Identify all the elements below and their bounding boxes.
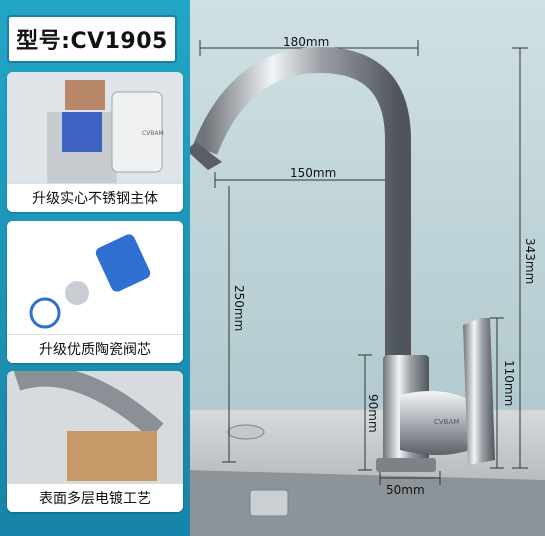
- ceramic-valve-image: [7, 221, 183, 335]
- feature-sidebar: 型号:CV1905 CVBAM 升级实心不锈钢主体 升级优质陶瓷阀芯 表面多层电…: [0, 0, 190, 536]
- faucet-brand-label: CVBAM: [434, 418, 460, 426]
- dim-spout-reach: 180mm: [283, 35, 330, 49]
- dim-inner-reach: 150mm: [290, 166, 337, 180]
- dim-handle-height: 110mm: [502, 360, 516, 407]
- card-brand-label: CVBAM: [142, 130, 164, 137]
- dim-spout-height: 250mm: [232, 285, 246, 332]
- dim-base-width: 50mm: [386, 483, 425, 497]
- feature-caption: 表面多层电镀工艺: [7, 483, 183, 512]
- faucet-illustration: [186, 46, 495, 472]
- feature-card-valve: 升级优质陶瓷阀芯: [7, 221, 183, 363]
- dim-base-height: 90mm: [366, 394, 380, 433]
- plating-image: [7, 371, 183, 484]
- feature-card-body: CVBAM 升级实心不锈钢主体: [7, 72, 183, 212]
- model-title: 型号:CV1905: [7, 15, 177, 63]
- feature-card-plating: 表面多层电镀工艺: [7, 371, 183, 512]
- stainless-body-image: [7, 72, 183, 184]
- feature-caption: 升级优质陶瓷阀芯: [7, 334, 183, 363]
- feature-caption: 升级实心不锈钢主体: [7, 183, 183, 212]
- dim-total-height: 343mm: [523, 238, 537, 285]
